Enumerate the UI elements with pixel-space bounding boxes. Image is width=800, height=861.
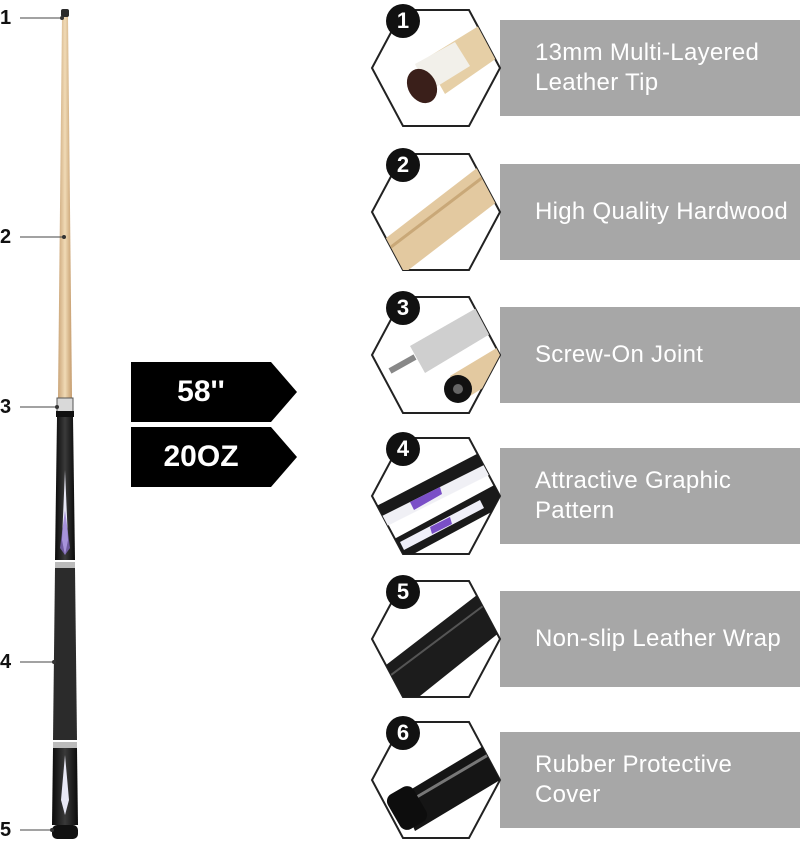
cue-marker-1: 1: [0, 7, 12, 29]
feature-label: 13mm Multi-Layered Leather Tip: [535, 39, 760, 96]
feature-leather-wrap: Non-slip Leather Wrap 5: [370, 575, 800, 703]
cue-marker-2: 2: [0, 226, 12, 248]
cue-marker-5: 5: [0, 819, 12, 841]
feature-banner: [500, 20, 800, 116]
feature-number-badge: 3: [386, 291, 420, 325]
feature-graphic-pattern: Attractive Graphic Pattern 4: [370, 432, 800, 560]
feature-screw-joint: Screw-On Joint 3: [370, 291, 800, 419]
feature-leather-tip: 13mm Multi-Layered Leather Tip 1: [370, 4, 800, 132]
feature-banner: [500, 164, 800, 260]
feature-banner: [500, 732, 800, 828]
feature-banner: [500, 307, 800, 403]
feature-rubber-cover: Rubber Protective Cover 6: [370, 716, 800, 844]
cue-marker-4: 4: [0, 651, 12, 673]
cue-stick-illustration: [20, 9, 78, 839]
feature-banner: [500, 448, 800, 544]
arrow-badge-shape: [131, 427, 297, 487]
feature-label: Attractive Graphic Pattern: [535, 467, 732, 524]
feature-label: Rubber Protective Cover: [535, 751, 733, 808]
feature-label: Screw-On Joint: [535, 341, 704, 368]
feature-number-badge: 2: [386, 148, 420, 182]
length-value: 58'': [177, 375, 225, 408]
hardwood-shaft-icon: [370, 153, 502, 271]
feature-number-badge: 4: [386, 432, 420, 466]
rubber-bumper-icon: [370, 721, 502, 839]
leather-wrap-icon: [370, 580, 502, 698]
leather-tip-icon: [370, 9, 502, 127]
feature-number-badge: 5: [386, 575, 420, 609]
feature-banner: [500, 591, 800, 687]
feature-label: High Quality Hardwood: [535, 198, 789, 225]
feature-label: Non-slip Leather Wrap: [535, 625, 781, 652]
arrow-badge-shape: [131, 362, 297, 422]
weight-badge: 20OZ: [131, 427, 297, 487]
feature-hardwood: High Quality Hardwood 2: [370, 148, 800, 276]
weight-value: 20OZ: [163, 440, 239, 473]
graphic-pattern-icon: [370, 437, 502, 555]
screw-joint-icon: [370, 296, 502, 414]
length-badge: 58'': [131, 362, 297, 422]
feature-number-badge: 1: [386, 4, 420, 38]
feature-number-badge: 6: [386, 716, 420, 750]
cue-marker-3: 3: [0, 396, 12, 418]
